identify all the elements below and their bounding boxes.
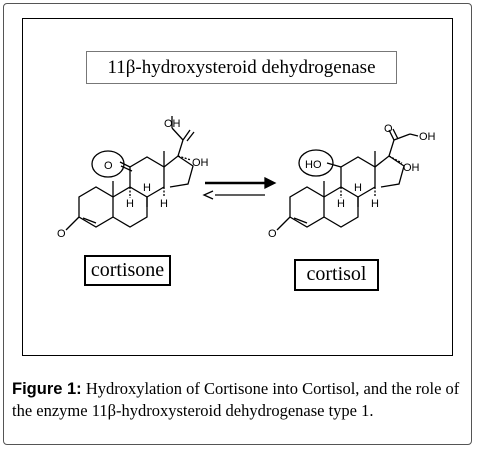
cortisol-ketone-o: O: [384, 123, 393, 135]
cortisol-label-box: cortisol: [294, 259, 379, 291]
cortisol-ho: HO: [305, 159, 322, 171]
cortisone-h2: H: [143, 182, 151, 194]
enzyme-title-box: 11β-hydroxysteroid dehydrogenase: [86, 51, 397, 84]
cortisone-oh-top: OH: [164, 118, 181, 130]
cortisol-h2: H: [354, 182, 362, 194]
cortisol-label: cortisol: [306, 263, 367, 285]
caption-text: Hydroxylation of Cortisone into Cortisol…: [12, 379, 460, 420]
cortisol-oh-top: OH: [419, 131, 436, 143]
cortisone-structure: [65, 116, 195, 231]
caption-label: Figure 1:: [12, 380, 82, 398]
cortisol-h3: H: [371, 198, 379, 210]
cortisone-h3: H: [160, 198, 168, 210]
cortisone-label: cortisone: [90, 259, 165, 281]
cortisone-h1: H: [126, 198, 134, 210]
cortisol-ring-o: O: [268, 228, 277, 240]
cortisone-ring-o: O: [57, 228, 66, 240]
cortisol-h1: H: [337, 198, 345, 210]
cortisone-label-box: cortisone: [84, 255, 171, 286]
figure-caption: Figure 1: Hydroxylation of Cortisone int…: [12, 378, 470, 421]
cortisol-structure: [276, 128, 419, 231]
diagram-panel: [22, 18, 453, 356]
figure-frame: [3, 3, 472, 445]
enzyme-title: 11β-hydroxysteroid dehydrogenase: [107, 57, 376, 78]
equilibrium-arrows: [205, 181, 265, 196]
cortisone-oh-side: OH: [192, 157, 209, 169]
cortisone-ketone-o: O: [104, 160, 113, 172]
cortisol-oh-side: OH: [403, 162, 420, 174]
